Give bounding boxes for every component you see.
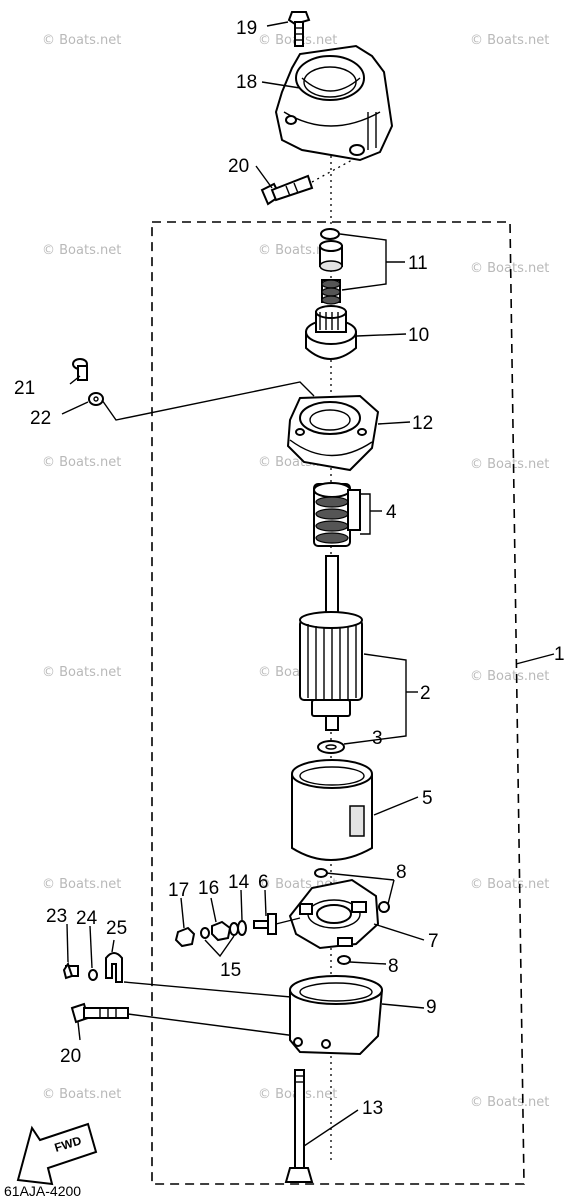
- watermark: © Boats.net: [470, 669, 549, 684]
- part-label-17: 17: [168, 880, 189, 901]
- washer-3: [317, 740, 345, 754]
- watermark: © Boats.net: [42, 877, 121, 892]
- part-label-20-lower: 20: [60, 1046, 81, 1067]
- screw-23-leader-line: [123, 981, 303, 999]
- part-label-4: 4: [386, 502, 397, 523]
- part-label-7: 7: [428, 931, 439, 952]
- front-bracket-12: [286, 394, 380, 472]
- part-label-24: 24: [76, 908, 98, 929]
- watermark: © Boats.net: [470, 261, 549, 276]
- bolt-20-lower: [70, 1002, 129, 1024]
- part-label-9: 9: [426, 997, 437, 1018]
- upper-bracket-18: [274, 44, 394, 162]
- part-label-8-lower: 8: [388, 956, 399, 977]
- part-label-10: 10: [408, 325, 429, 346]
- watermark: © Boats.net: [42, 455, 121, 470]
- bolt-19: [287, 11, 311, 47]
- watermark: © Boats.net: [470, 33, 549, 48]
- part-label-21: 21: [14, 378, 35, 399]
- watermark: © Boats.net: [258, 243, 337, 258]
- part-label-5: 5: [422, 788, 433, 809]
- part-label-20-upper: 20: [228, 156, 249, 177]
- brush-holder-set-4: [313, 482, 361, 547]
- brush-plate-7: [288, 878, 380, 950]
- bolt-20-upper-axis: [311, 159, 353, 183]
- screw-8-lower: [337, 955, 351, 965]
- part-label-19: 19: [236, 18, 257, 39]
- part-label-18: 18: [236, 72, 257, 93]
- part-label-25: 25: [106, 918, 127, 939]
- part-label-16: 16: [198, 878, 219, 899]
- watermark: © Boats.net: [42, 1087, 121, 1102]
- screw-21: [72, 358, 88, 381]
- nut-17: [174, 926, 196, 948]
- screw-23: [62, 961, 79, 980]
- leader-lines: [61, 21, 555, 1147]
- part-label-22: 22: [30, 408, 51, 429]
- part-label-8-upper: 8: [396, 862, 407, 883]
- part-label-1: 1: [554, 644, 565, 665]
- washer-14: [237, 920, 247, 936]
- part-label-13: 13: [362, 1098, 383, 1119]
- bolt-20-upper: [260, 174, 314, 206]
- watermark: © Boats.net: [42, 243, 121, 258]
- watermark: © Boats.net: [42, 33, 121, 48]
- diagram-code: 61AJA-4200: [4, 1183, 81, 1199]
- pinion-10: [305, 305, 357, 360]
- watermark: © Boats.net: [470, 877, 549, 892]
- part-label-2: 2: [420, 683, 431, 704]
- armature-2: [299, 555, 363, 731]
- assembly-boundary: [151, 221, 525, 1185]
- pinion-stop-set-11: [319, 228, 343, 305]
- washer-24: [88, 969, 98, 981]
- watermark: © Boats.net: [42, 665, 121, 680]
- terminal-bolt-6: [253, 913, 301, 935]
- yoke-5: [291, 759, 373, 861]
- part-label-12: 12: [412, 413, 433, 434]
- through-bolt-13: [284, 1069, 314, 1183]
- washer-22: [88, 392, 104, 406]
- watermark: © Boats.net: [470, 457, 549, 472]
- screw-21-leader-line: [101, 381, 315, 421]
- clamp-25: [105, 952, 123, 983]
- part-label-11: 11: [408, 253, 428, 274]
- watermark: © Boats.net: [470, 1095, 549, 1110]
- fwd-arrow-icon: FWD: [16, 1122, 98, 1186]
- part-label-6: 6: [258, 872, 269, 893]
- part-label-23: 23: [46, 906, 67, 927]
- part-label-14: 14: [228, 872, 250, 893]
- bolt-20-lower-leader-line: [127, 1013, 297, 1037]
- part-label-3: 3: [372, 728, 383, 749]
- watermarks: © Boats.net © Boats.net © Boats.net © Bo…: [42, 33, 549, 1110]
- part-label-15: 15: [220, 960, 241, 981]
- nut-16: [211, 920, 232, 942]
- part-labels: 19 18 20 11 10 21 22 12 4 1 2 3 5 8 17 1…: [14, 18, 565, 1119]
- rear-bracket-9: [289, 975, 383, 1056]
